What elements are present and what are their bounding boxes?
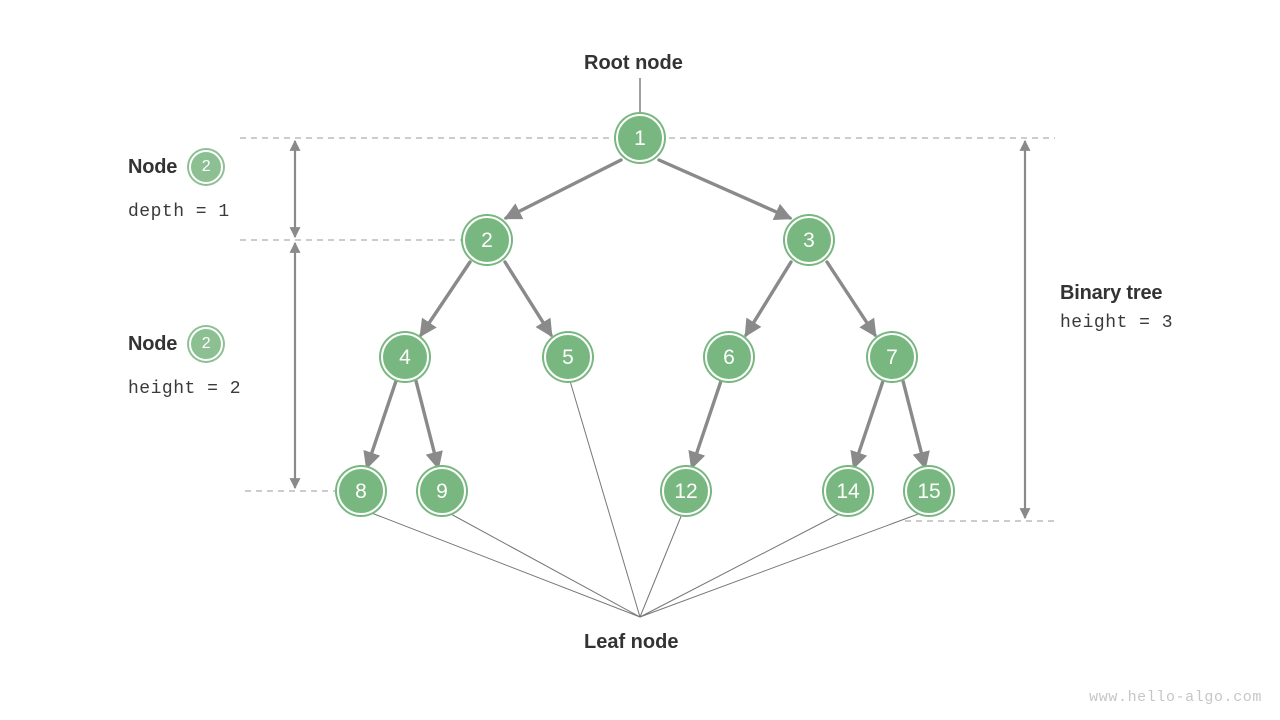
tree-node-5[interactable]: 5 <box>544 333 592 381</box>
tree-node-2[interactable]: 2 <box>463 216 511 264</box>
edge-3-7 <box>825 260 877 338</box>
tree-node-9[interactable]: 9 <box>418 467 466 515</box>
annotation-node-depth-badge: 2 <box>189 150 224 184</box>
annotation-node-height-title: Node <box>128 332 178 355</box>
tree-node-14[interactable]: 14 <box>824 467 872 515</box>
root-node-caption: Root node <box>584 52 683 74</box>
annotation-binary-tree-height: Binary tree height = 3 <box>1060 282 1173 333</box>
annotation-node-depth: Node 2 depth = 1 <box>128 150 230 222</box>
watermark: www.hello-algo.com <box>1089 689 1262 706</box>
annotation-node-depth-header: Node 2 <box>128 150 230 184</box>
annotation-binary-tree-title: Binary tree <box>1060 282 1163 304</box>
leaf-pointer-8 <box>368 511 641 618</box>
tree-node-6[interactable]: 6 <box>705 333 753 381</box>
annotation-node-height-detail: height = 2 <box>128 379 242 399</box>
leaf-pointer-9 <box>448 512 641 618</box>
leaf-pointer-5 <box>569 380 641 618</box>
tree-node-7[interactable]: 7 <box>868 333 916 381</box>
annotation-node-height-badge: 2 <box>189 327 224 361</box>
edge-6-12 <box>688 379 723 470</box>
leaf-pointer-lines <box>368 380 922 618</box>
annotation-node-height: Node 2 height = 2 <box>128 327 241 399</box>
edge-7-14 <box>850 379 885 470</box>
leaf-pointer-15 <box>639 512 922 618</box>
guide-lines <box>240 137 1055 522</box>
tree-node-3[interactable]: 3 <box>785 216 833 264</box>
edge-4-9 <box>414 379 443 470</box>
edge-7-15 <box>901 379 930 470</box>
leaf-pointer-14 <box>639 512 842 618</box>
annotation-node-height-header: Node 2 <box>128 327 241 361</box>
edge-4-8 <box>363 379 398 470</box>
tree-node-15[interactable]: 15 <box>905 467 953 515</box>
tree-node-4[interactable]: 4 <box>381 333 429 381</box>
tree-node-12[interactable]: 12 <box>662 467 710 515</box>
tree-edges <box>363 158 930 470</box>
edge-2-5 <box>503 260 553 338</box>
leaf-node-caption: Leaf node <box>584 631 679 653</box>
edge-3-6 <box>744 260 793 338</box>
tree-node-1[interactable]: 1 <box>616 114 664 162</box>
edge-2-4 <box>419 260 472 338</box>
annotation-node-depth-detail: depth = 1 <box>128 202 230 222</box>
annotation-node-depth-title: Node <box>128 155 178 178</box>
edge-1-3 <box>657 158 793 220</box>
leaf-pointer-12 <box>639 513 683 618</box>
annotation-binary-tree-detail: height = 3 <box>1060 313 1174 333</box>
tree-node-8[interactable]: 8 <box>337 467 385 515</box>
measure-arrows <box>289 139 1031 520</box>
edge-1-2 <box>503 158 623 220</box>
